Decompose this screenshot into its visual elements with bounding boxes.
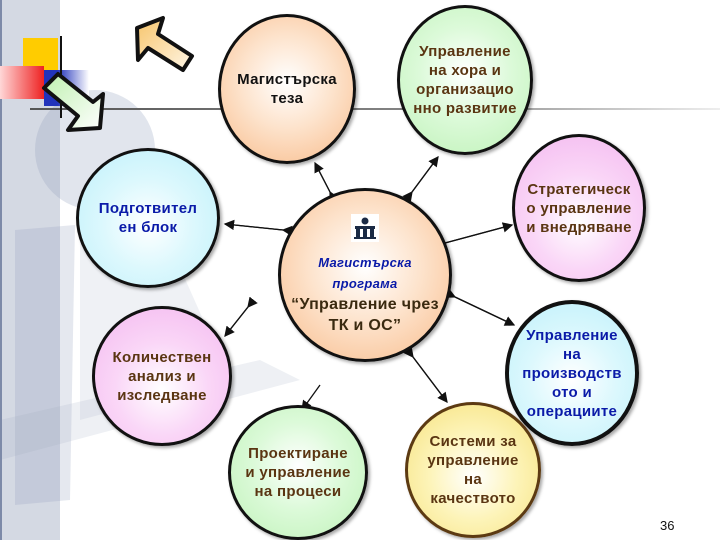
- node-production-management: Управление на производств ото и операции…: [505, 300, 639, 446]
- node-preparatory-block: Подготвител ен блок: [76, 148, 220, 288]
- node-text-line: Управление: [419, 43, 511, 60]
- program-subtitle-line2: програма: [332, 276, 398, 291]
- node-text-line: Магистърска: [237, 71, 337, 88]
- node-text-line: на процеси: [254, 483, 342, 500]
- node-text-line: нно развитие: [413, 100, 517, 117]
- node-text-line: Проектиране: [248, 445, 348, 462]
- node-text-line: анализ и: [128, 367, 196, 385]
- node-text-line: управление: [427, 452, 519, 469]
- node-text-line: о управление: [526, 199, 632, 217]
- node-text-line: на: [463, 471, 482, 488]
- arrow-up-left-icon[interactable]: [135, 16, 194, 72]
- node-text-line: производств: [522, 364, 622, 382]
- side-strip-edge: [0, 0, 2, 540]
- nav-arrows: [42, 16, 194, 132]
- center-node-program: Магистърска програма “Управление чрез ТК…: [278, 188, 452, 362]
- node-text-line: и внедряване: [526, 218, 632, 236]
- program-subtitle-line1: Магистърска: [318, 255, 412, 270]
- node-master-thesis: Магистърска теза: [218, 14, 356, 164]
- node-text-line: Подготвител: [98, 200, 198, 217]
- node-text-line: ото и: [552, 383, 592, 401]
- node-text-line: Стратегическ: [527, 180, 631, 198]
- node-process-design: Проектиране и управление на процеси: [228, 405, 368, 540]
- node-text-line: Управление: [526, 326, 618, 344]
- node-quantitative-analysis: Количествен анализ и изследване: [92, 306, 232, 446]
- node-text-line: организацио: [416, 81, 514, 98]
- node-text-line: и управление: [245, 464, 351, 481]
- node-text-line: ен блок: [118, 219, 178, 236]
- node-text-line: изследване: [117, 386, 207, 404]
- yellow-square: [23, 38, 58, 70]
- red-square: [0, 66, 44, 99]
- header-rule: [30, 108, 720, 110]
- node-quality-systems: Системи за управление на качеството: [405, 402, 541, 538]
- node-text-line: на хора и: [428, 62, 502, 79]
- node-strategic-management: Стратегическ о управление и внедряване: [512, 134, 646, 282]
- program-title-line2: ТК и ОС”: [328, 317, 402, 334]
- node-text-line: теза: [270, 90, 304, 107]
- program-title-line1: “Управление чрез: [291, 296, 439, 313]
- page-number: 36: [660, 518, 675, 533]
- node-text-line: Количествен: [112, 348, 212, 366]
- node-text-line: качеството: [430, 490, 516, 507]
- arrow-down-right-icon[interactable]: [42, 72, 105, 132]
- node-text-line: Системи за: [429, 433, 517, 450]
- node-text-line: операциите: [526, 402, 618, 420]
- node-text-line: на: [562, 345, 581, 363]
- university-logo-icon: [351, 214, 379, 242]
- node-hr-management: Управление на хора и организацио нно раз…: [397, 5, 533, 155]
